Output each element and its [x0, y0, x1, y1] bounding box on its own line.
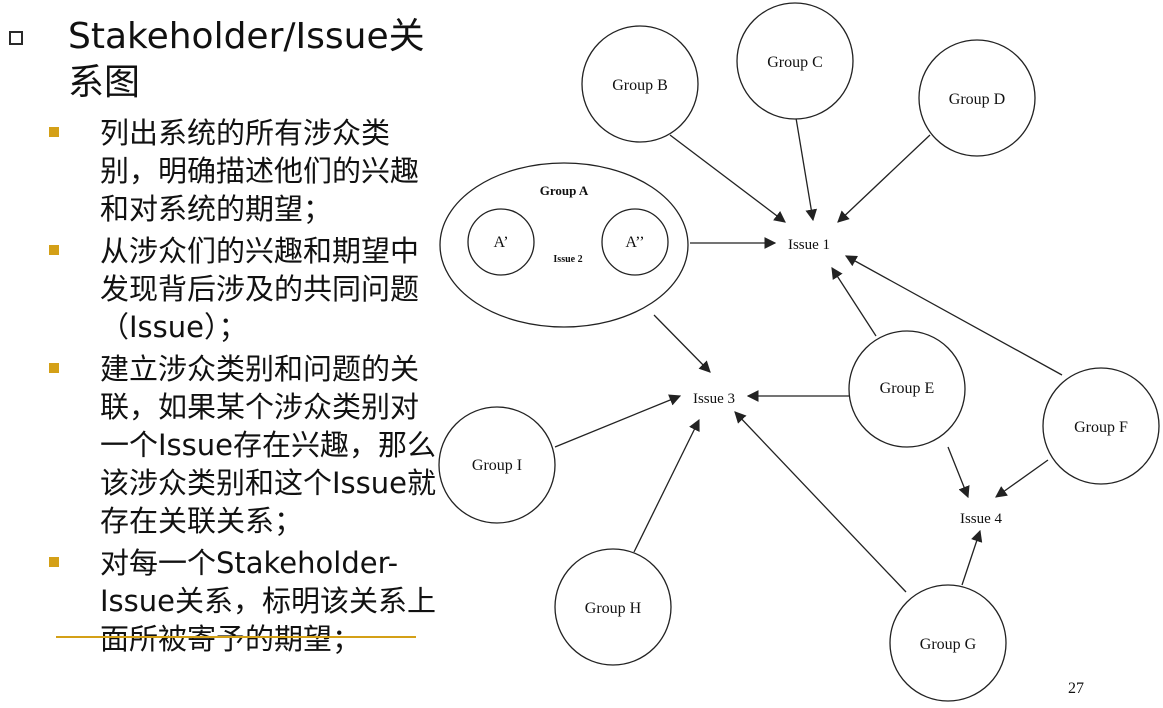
slide-title: Stakeholder/Issue关系图 [68, 16, 425, 103]
edge-groupa-issue3 [653, 314, 711, 373]
square-bullet-icon [49, 363, 59, 373]
group-i-node [438, 406, 556, 524]
group-d-label: Group D [949, 91, 1005, 108]
handwritten-underline [56, 636, 416, 638]
edge-groupf-issue1 [844, 255, 1063, 376]
subgroup-a1-node [467, 208, 535, 276]
group-f-node [1042, 367, 1160, 485]
group-e-label: Group E [880, 380, 935, 397]
square-bullet-icon [49, 557, 59, 567]
group-b-label: Group B [612, 77, 668, 94]
edge-groupf-issue4 [995, 459, 1049, 498]
edge-groupe-issue1 [831, 267, 877, 337]
group-f-label: Group F [1074, 419, 1128, 436]
group-g-label: Group G [920, 636, 977, 653]
issue-4-label: Issue 4 [960, 511, 1003, 527]
page-number: 27 [1068, 680, 1084, 697]
edge-groupb-issue1 [669, 134, 786, 223]
bullet-list: 列出系统的所有涉众类别，明确描述他们的兴趣和对系统的期望； 从涉众们的兴趣和期望… [0, 114, 450, 662]
bullet-text: 列出系统的所有涉众类别，明确描述他们的兴趣和对系统的期望； [100, 116, 420, 226]
edge-groupg-issue3 [734, 411, 907, 593]
edge-grouph-issue3 [633, 418, 700, 553]
group-a-label: Group A [540, 183, 589, 198]
subgroup-a2-node [601, 208, 669, 276]
group-h-node [554, 548, 672, 666]
bullet-text: 建立涉众类别和问题的关联，如果某个涉众类别对一个Issue存在兴趣，那么该涉众类… [100, 352, 436, 538]
group-g-node [889, 584, 1007, 702]
square-bullet-icon [49, 127, 59, 137]
issue-3-label: Issue 3 [693, 391, 735, 407]
issue-1-label: Issue 1 [788, 237, 830, 253]
group-e-node [848, 330, 966, 448]
square-bullet-icon [49, 245, 59, 255]
group-a-node [439, 162, 689, 328]
group-b-node [581, 25, 699, 143]
bullet-text: 对每一个Stakeholder-Issue关系，标明该关系上面所被寄予的期望； [100, 546, 436, 656]
title-bullet-icon [9, 31, 23, 45]
bullet-item: 从涉众们的兴趣和期望中发现背后涉及的共同问题（Issue）； [0, 232, 450, 346]
bullet-item: 对每一个Stakeholder-Issue关系，标明该关系上面所被寄予的期望； [0, 544, 450, 658]
group-c-label: Group C [767, 54, 823, 71]
subgroup-a2-label: A’’ [625, 234, 644, 251]
edge-groupd-issue1 [837, 134, 931, 223]
group-h-label: Group H [585, 600, 642, 617]
bullet-item: 列出系统的所有涉众类别，明确描述他们的兴趣和对系统的期望； [0, 114, 450, 228]
edge-groupe-issue4 [947, 446, 970, 499]
edge-groupc-issue1 [795, 117, 818, 222]
edge-groupg-issue4 [961, 529, 983, 586]
group-i-label: Group I [472, 457, 522, 474]
slide-text-panel: Stakeholder/Issue关系图 列出系统的所有涉众类别，明确描述他们的… [0, 0, 450, 708]
bullet-text: 从涉众们的兴趣和期望中发现背后涉及的共同问题（Issue）； [100, 234, 420, 344]
group-d-node [918, 39, 1036, 157]
group-c-node [736, 2, 854, 120]
bullet-item: 建立涉众类别和问题的关联，如果某个涉众类别对一个Issue存在兴趣，那么该涉众类… [0, 350, 450, 540]
edge-groupi-issue3 [554, 394, 682, 448]
issue-2-label: Issue 2 [553, 254, 582, 265]
subgroup-a1-label: A’ [493, 234, 508, 251]
